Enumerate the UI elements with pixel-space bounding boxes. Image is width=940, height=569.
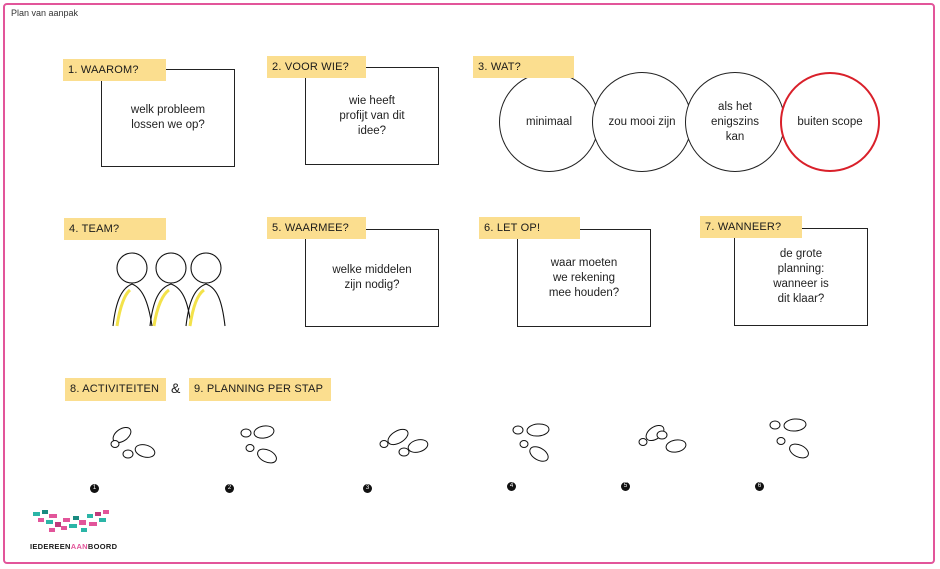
step-number: 3 [363,484,372,493]
wanneer-text-4: dit klaar? [777,293,825,305]
voor-wie-box: wie heeft profijt van dit idee? [305,67,439,165]
let-op-text-2: we rekening [552,271,615,284]
logo-text: IEDEREENAANBOORD [30,542,118,551]
circle-als-het-text-3: kan [725,130,745,143]
planning-label: 9. PLANNING PER STAP [189,378,331,401]
board-title: Plan van aanpak [11,8,79,18]
circle-buiten-scope: buiten scope [780,72,880,172]
circle-zou-mooi-zijn: zou mooi zijn [592,72,692,172]
let-op-box: waar moeten we rekening mee houden? [517,229,651,327]
team-illustration [112,252,226,327]
circle-zou-mooi-zijn-text: zou mooi zijn [608,115,676,128]
footsteps-icon [512,423,550,462]
waarom-text-1: welk probleem [130,104,206,116]
waarom-box: welk probleem lossen we op? [101,69,235,167]
circle-als-het-text-2: enigszins [711,115,759,128]
wanneer-label: 7. WANNEER? [700,216,802,238]
board-frame [3,3,935,564]
footsteps-icon [240,425,277,464]
waarmee-text-1: welke middelen [332,264,412,276]
let-op-text-3: mee houden? [548,286,620,299]
step-number: 1 [90,484,99,493]
logo-icon [33,510,109,532]
person-icon [185,252,226,327]
footsteps-icon [379,428,429,457]
footsteps-icon [769,418,809,459]
voor-wie-text-2: profijt van dit [339,109,405,122]
circle-als-het-kan: als het enigszins kan [685,72,785,172]
waarom-label: 1. WAAROM? [63,59,166,81]
voor-wie-text-1: wie heeft [348,94,395,107]
voor-wie-label: 2. VOOR WIE? [267,56,366,78]
step-number: 2 [225,484,234,493]
wanneer-text-2: planning: [777,263,825,275]
circle-buiten-scope-text: buiten scope [797,115,863,128]
waarom-text-2: lossen we op? [131,119,205,131]
circle-minimaal: minimaal [499,72,599,172]
footsteps-icon [110,426,156,459]
step-number: 4 [507,482,516,491]
let-op-text-1: waar moeten [550,256,618,269]
voor-wie-text-3: idee? [357,124,387,137]
circle-als-het-text-1: als het [718,100,752,113]
wat-label: 3. WAT? [473,56,574,78]
person-icon [112,252,153,327]
let-op-label: 6. LET OP! [479,217,580,239]
step-number: 6 [755,482,764,491]
wanneer-text-1: de grote [779,248,823,260]
circle-minimaal-text: minimaal [525,115,572,128]
ampersand: & [171,380,181,396]
team-label: 4. TEAM? [64,218,166,240]
waarmee-box: welke middelen zijn nodig? [305,229,439,327]
person-icon [149,252,192,327]
wanneer-box: de grote planning: wanneer is dit klaar? [734,228,868,326]
wanneer-text-3: wanneer is [773,278,829,290]
waarmee-label: 5. WAARMEE? [267,217,366,239]
activiteiten-label: 8. ACTIVITEITEN [65,378,166,401]
footsteps-icon [638,424,687,453]
step-number: 5 [621,482,630,491]
waarmee-text-2: zijn nodig? [344,279,400,291]
